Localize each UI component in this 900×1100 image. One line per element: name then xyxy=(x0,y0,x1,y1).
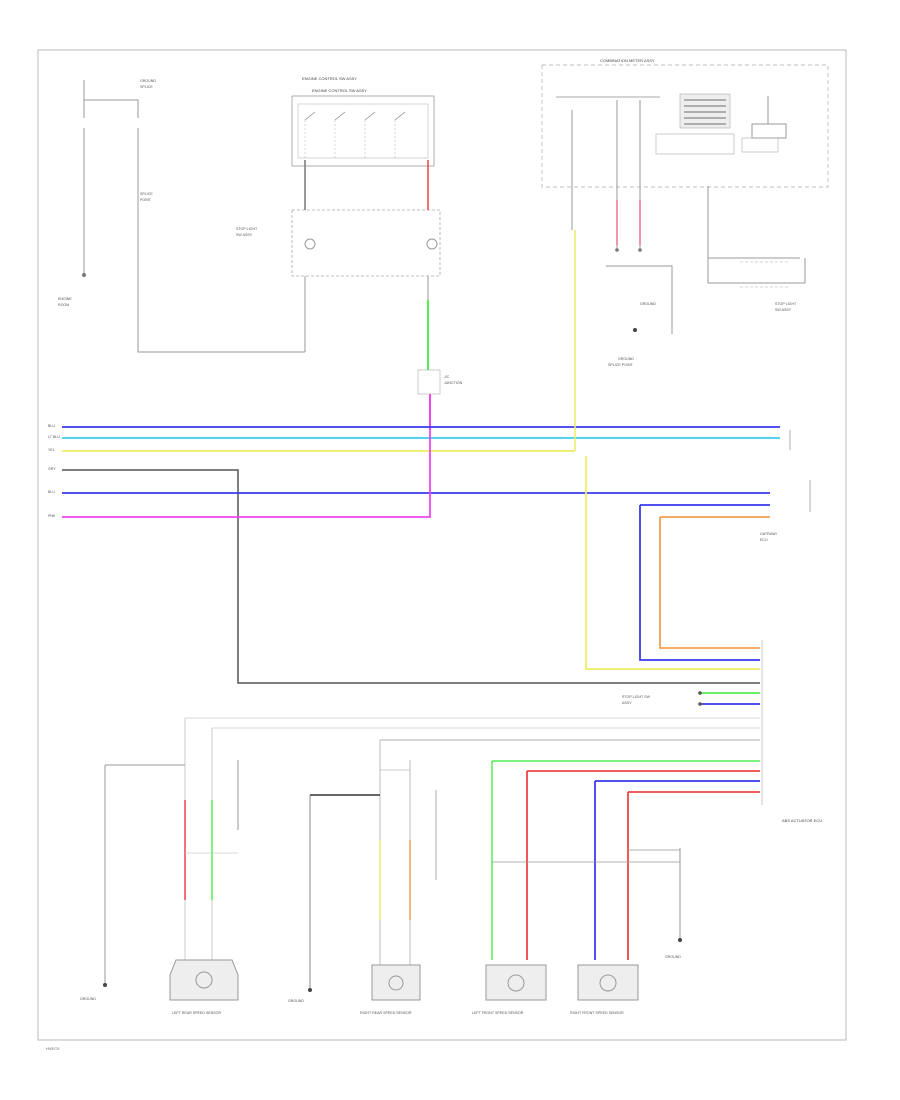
svg-text:ENGINE: ENGINE xyxy=(58,297,72,301)
svg-text:ROOM: ROOM xyxy=(58,303,69,307)
svg-text:BLU: BLU xyxy=(48,424,55,428)
svg-text:POINT: POINT xyxy=(140,198,152,202)
lower-wiring xyxy=(103,717,760,992)
right-rear-speed-sensor: RIGHT REAR SPEED SENSOR xyxy=(360,964,421,1015)
svg-text:LT BLU: LT BLU xyxy=(48,435,60,439)
engine-control-switch: ENGINE CONTROL SW ASSY ENGINE CONTROL SW… xyxy=(291,76,435,167)
right-rear-sensor-label: RIGHT REAR SPEED SENSOR xyxy=(360,1011,412,1015)
svg-text:JUNCTION: JUNCTION xyxy=(444,381,463,385)
svg-text:STOP LIGHT: STOP LIGHT xyxy=(236,227,258,231)
left-rear-speed-sensor: LEFT REAR SPEED SENSOR xyxy=(169,959,239,1015)
ecu-body-box: STOP LIGHT SW ASSY xyxy=(236,209,441,277)
left-front-sensor-label: LEFT FRONT SPEED SENSOR xyxy=(472,1011,524,1015)
svg-text:SPLICE POINT: SPLICE POINT xyxy=(608,363,634,367)
right-front-speed-sensor: RIGHT FRONT SPEED SENSOR xyxy=(570,964,639,1015)
svg-text:PNK: PNK xyxy=(48,514,56,518)
svg-text:GROUND: GROUND xyxy=(618,357,634,361)
svg-text:SPLICE: SPLICE xyxy=(140,192,153,196)
svg-text:ECU: ECU xyxy=(760,538,768,542)
right-ground-label: GROUND xyxy=(288,999,304,1003)
diagram-border xyxy=(37,49,847,1041)
footer-code: HVEC9 xyxy=(46,1046,60,1051)
combination-meter-label: COMBINATION METER ASSY xyxy=(600,58,655,63)
svg-text:SW ASSY: SW ASSY xyxy=(775,308,792,312)
left-ground-label: GROUND xyxy=(80,997,96,1001)
svg-text:GRY: GRY xyxy=(48,467,56,471)
abs-ecu-connector: STOP LIGHT SW ASSY ABS ACTUATOR ECU xyxy=(622,640,822,823)
left-rear-sensor-label: LEFT REAR SPEED SENSOR xyxy=(172,1011,221,1015)
svg-text:SPLICE: SPLICE xyxy=(140,85,153,89)
svg-text:STOP LIGHT: STOP LIGHT xyxy=(775,302,797,306)
svg-text:GATEWAY: GATEWAY xyxy=(760,532,778,536)
svg-text:YEL: YEL xyxy=(48,448,55,452)
svg-text:STOP LIGHT SW: STOP LIGHT SW xyxy=(622,695,651,699)
svg-text:GROUND: GROUND xyxy=(665,955,681,959)
ecu-label: ABS ACTUATOR ECU xyxy=(782,818,822,823)
svg-text:GROUND: GROUND xyxy=(640,302,656,306)
bus-wires xyxy=(62,230,811,684)
top-left-circuit xyxy=(82,80,305,353)
svg-text:SW ASSY: SW ASSY xyxy=(236,233,253,237)
engine-control-label-1: ENGINE CONTROL SW ASSY xyxy=(302,76,357,81)
svg-text:ASSY: ASSY xyxy=(622,701,632,705)
left-front-speed-sensor: LEFT FRONT SPEED SENSOR xyxy=(472,964,547,1015)
engine-control-label-2: ENGINE CONTROL SW ASSY xyxy=(312,88,367,93)
svg-text:J/C: J/C xyxy=(444,375,450,379)
combination-meter: COMBINATION METER ASSY xyxy=(541,58,829,188)
svg-text:GROUND: GROUND xyxy=(140,79,156,83)
right-front-sensor-label: RIGHT FRONT SPEED SENSOR xyxy=(570,1011,624,1015)
svg-text:BLU: BLU xyxy=(48,490,55,494)
